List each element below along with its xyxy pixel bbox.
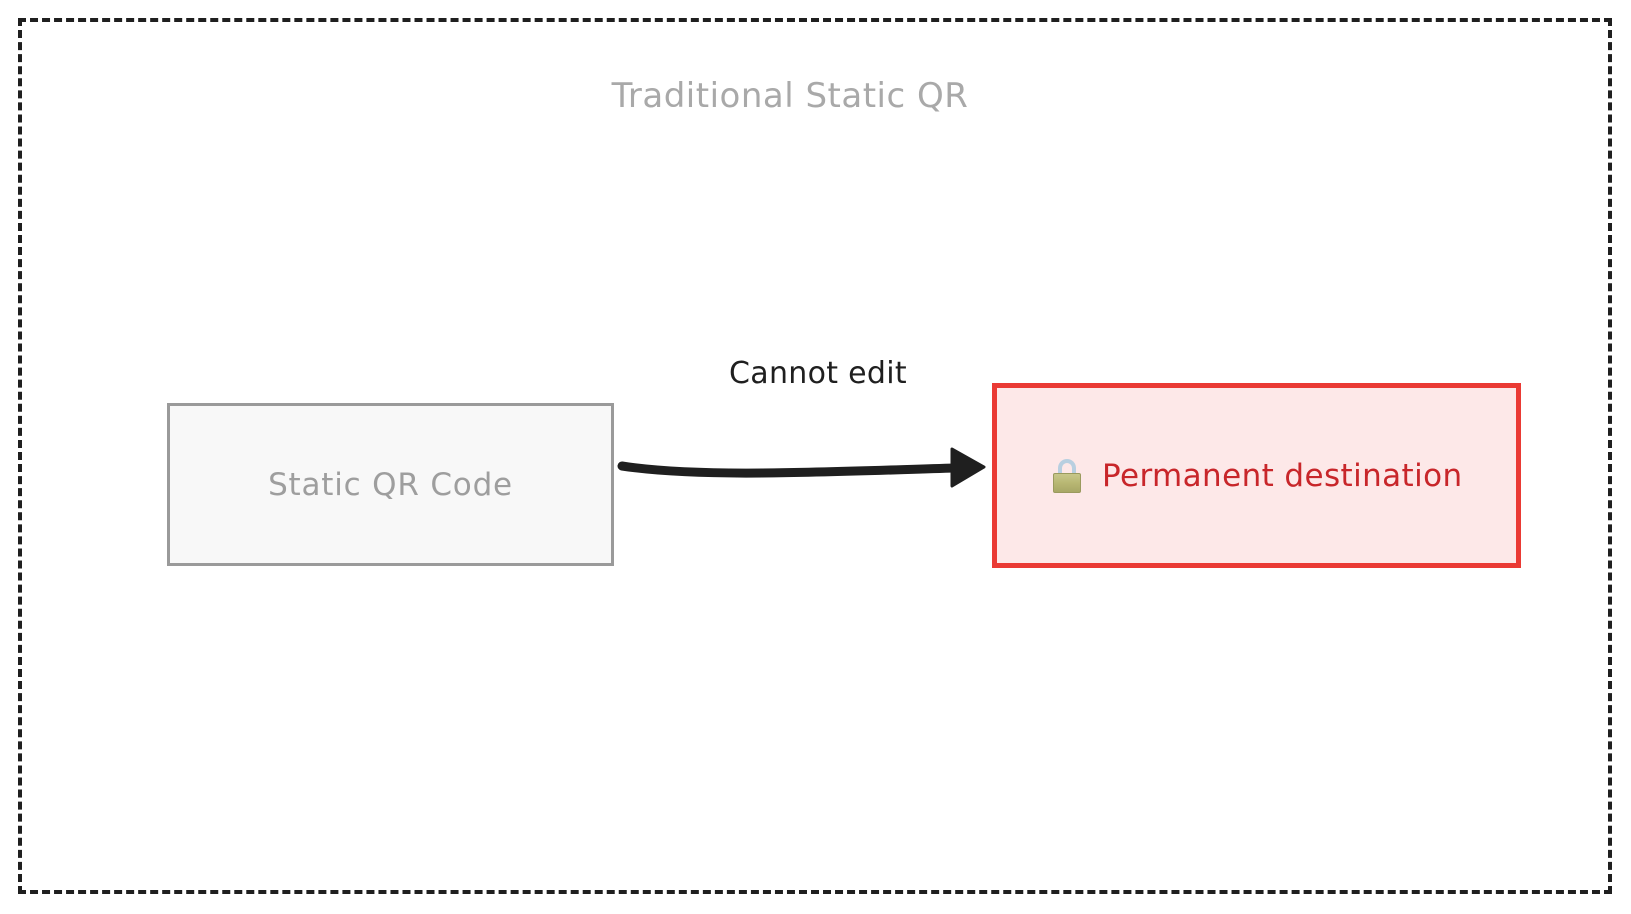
node-static-qr-code[interactable]: Static QR Code [167, 403, 614, 566]
lock-body [1053, 472, 1081, 493]
node-permanent-destination[interactable]: Permanent destination [992, 383, 1521, 568]
group-title: Traditional Static QR [611, 76, 969, 116]
group-frame [18, 18, 1612, 894]
lock-icon [1052, 458, 1082, 493]
node-permanent-destination-label: Permanent destination [1102, 457, 1463, 494]
edge-label-cannot-edit: Cannot edit [729, 356, 907, 391]
lock-shackle [1058, 458, 1076, 476]
node-static-qr-code-label: Static QR Code [268, 466, 513, 503]
